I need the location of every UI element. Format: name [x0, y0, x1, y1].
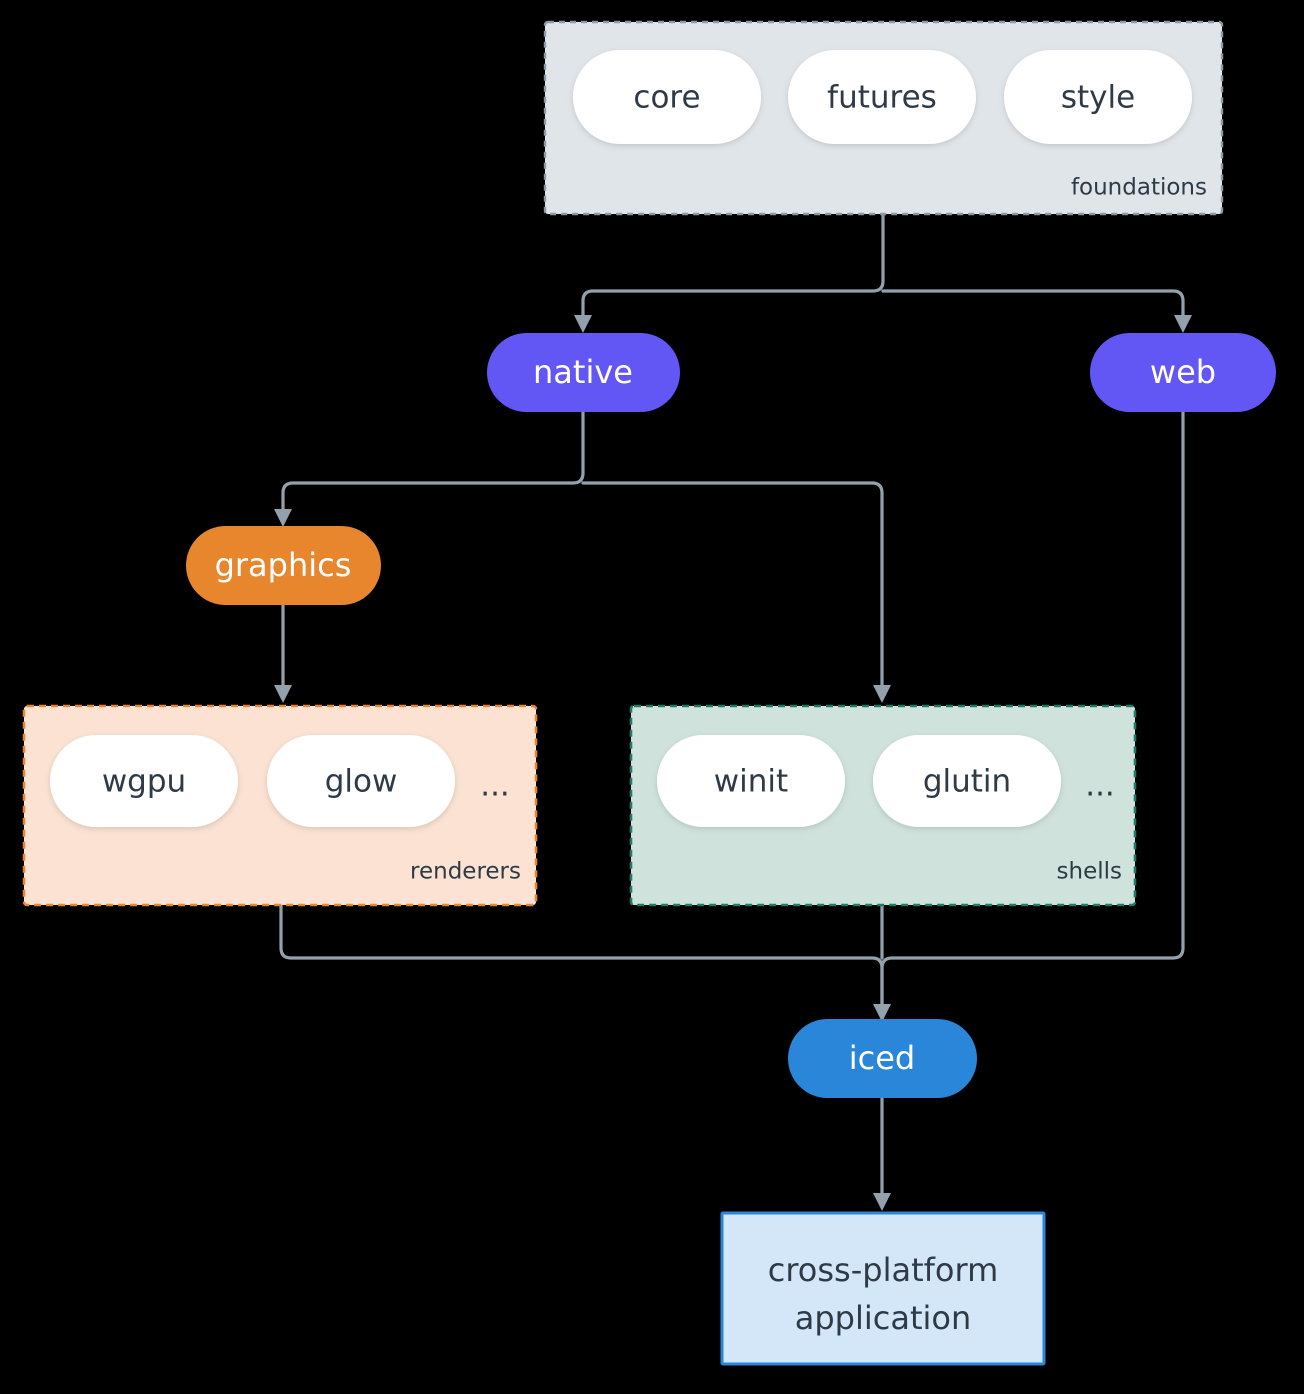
chip-futures-bg: [788, 50, 976, 144]
application-label-line1: cross-platform: [768, 1251, 998, 1289]
node-cross-platform-application[interactable]: cross-platform application: [720, 1211, 1046, 1366]
edge-web-to-iced: [880, 410, 1185, 1010]
arrowhead-to-native: [574, 315, 592, 333]
chip-wgpu-label: wgpu: [102, 764, 186, 800]
chip-glutin-bg: [873, 735, 1061, 827]
group-shells-label: shells: [1057, 859, 1122, 885]
node-graphics-bg: [186, 526, 381, 605]
group-renderers[interactable]: wgpu glow ... renderers: [22, 704, 538, 907]
application-label-line2: application: [795, 1299, 972, 1337]
node-iced-label: iced: [849, 1039, 915, 1077]
chip-glow-bg: [267, 735, 455, 827]
arrowhead-to-application: [873, 1193, 891, 1211]
chip-style-label: style: [1061, 80, 1135, 116]
arrowhead-to-iced: [873, 1004, 891, 1022]
chip-style[interactable]: style: [1004, 50, 1192, 144]
node-iced[interactable]: iced: [788, 1019, 977, 1098]
arrowhead-to-graphics: [274, 509, 292, 527]
chip-core-bg: [573, 50, 761, 144]
arrowhead-to-renderers: [274, 685, 292, 703]
group-renderers-label: renderers: [410, 859, 521, 885]
node-web-label: web: [1150, 353, 1216, 391]
chip-wgpu[interactable]: wgpu: [50, 735, 238, 827]
chip-glow-label: glow: [325, 764, 398, 800]
node-web-bg: [1090, 333, 1276, 412]
edge-foundations-split: [581, 212, 885, 320]
group-foundations-label: foundations: [1071, 175, 1207, 201]
group-foundations[interactable]: core futures style foundations: [543, 20, 1224, 216]
node-graphics[interactable]: graphics: [186, 526, 381, 605]
edge-native-split: [281, 410, 585, 514]
application-box-bg: [720, 1211, 1046, 1366]
node-graphics-label: graphics: [215, 546, 352, 584]
chip-winit-label: winit: [714, 764, 788, 800]
chip-futures[interactable]: futures: [788, 50, 976, 144]
arrowhead-to-web: [1174, 315, 1192, 333]
chip-winit-bg: [657, 735, 845, 827]
group-shells[interactable]: winit glutin ... shells: [629, 704, 1137, 907]
shells-ellipsis: ...: [1085, 768, 1115, 804]
chip-style-bg: [1004, 50, 1192, 144]
chip-core[interactable]: core: [573, 50, 761, 144]
chip-wgpu-bg: [50, 735, 238, 827]
chip-glow[interactable]: glow: [267, 735, 455, 827]
node-native-bg: [487, 333, 680, 412]
chip-core-label: core: [633, 80, 700, 116]
renderers-ellipsis: ...: [480, 768, 510, 804]
chip-glutin-label: glutin: [923, 764, 1011, 800]
edge-layer: [274, 212, 1192, 1211]
node-native-label: native: [533, 353, 633, 391]
chip-glutin[interactable]: glutin: [873, 735, 1061, 827]
edge-native-to-shells: [581, 481, 884, 690]
node-native[interactable]: native: [487, 333, 680, 412]
chip-futures-label: futures: [827, 80, 937, 116]
chip-winit[interactable]: winit: [657, 735, 845, 827]
edge-foundations-to-web: [881, 289, 1185, 320]
node-web[interactable]: web: [1090, 333, 1276, 412]
arrowhead-to-shells: [873, 685, 891, 703]
edge-renderers-to-iced: [279, 904, 884, 1010]
node-iced-bg: [788, 1019, 977, 1098]
